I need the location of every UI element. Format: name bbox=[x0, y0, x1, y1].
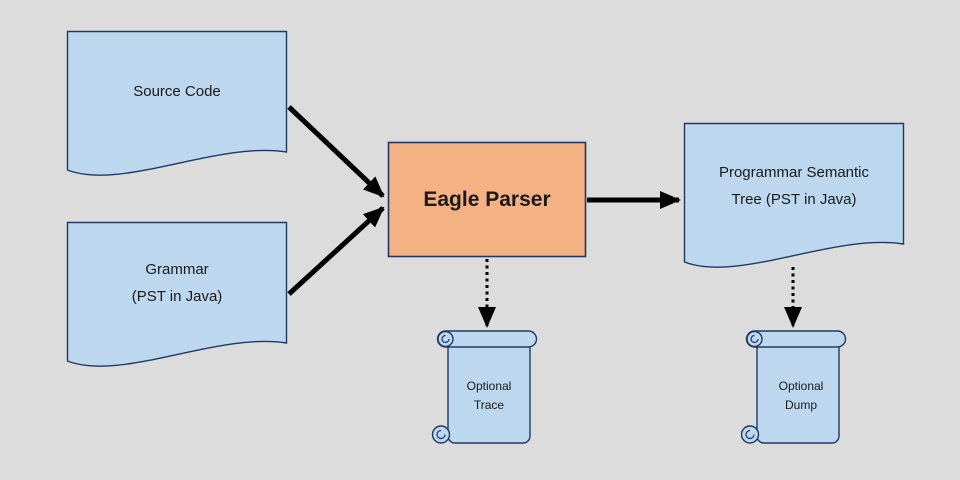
optional-dump-scroll-shape bbox=[740, 330, 847, 444]
scroll-top-curl bbox=[746, 330, 763, 348]
grammar-document-shape bbox=[66, 221, 288, 367]
arrow-grammar-to-parser bbox=[287, 206, 385, 296]
scroll-body bbox=[447, 338, 531, 444]
optional-trace-scroll-shape bbox=[431, 330, 538, 444]
scroll-body bbox=[756, 338, 840, 444]
semantic-tree-document-shape bbox=[683, 122, 905, 268]
scroll-bottom-curl bbox=[740, 425, 760, 444]
scroll-top-curl bbox=[437, 330, 454, 348]
scroll-bottom-curl bbox=[431, 425, 451, 444]
eagle-parser-box-shape bbox=[387, 141, 587, 258]
source-code-document-shape bbox=[66, 30, 288, 176]
arrow-source-to-parser bbox=[287, 105, 385, 198]
